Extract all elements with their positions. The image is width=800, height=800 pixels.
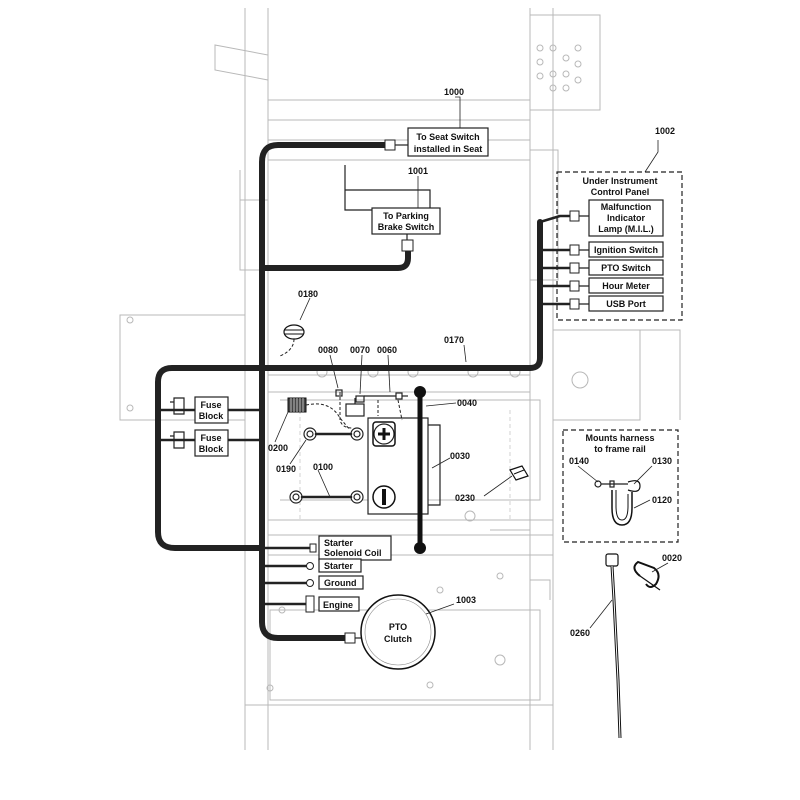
parking-brake-text-2: Brake Switch [378, 222, 435, 232]
parking-brake-text-1: To Parking [383, 211, 429, 221]
connector-pto-clutch [344, 632, 356, 644]
starter-label-box [318, 558, 362, 573]
starter-text: Starter [324, 561, 354, 571]
cable-tie-0260 [605, 553, 622, 739]
part-number-0120: 0120 [652, 495, 672, 505]
fuse-block-a-text-1: Fuse [200, 400, 221, 410]
part-number-0030: 0030 [450, 451, 470, 461]
mil-text-1: Malfunction [601, 202, 652, 212]
ground-text: Ground [324, 578, 357, 588]
instrument-panel-region [556, 171, 683, 321]
part-number-0020: 0020 [662, 553, 682, 563]
part-number-0060: 0060 [377, 345, 397, 355]
engine-label-box [318, 596, 360, 612]
instrument-branches [538, 210, 589, 310]
pto-clutch-text-1: PTO [389, 622, 407, 632]
lower-branches [260, 543, 363, 644]
connector-ignition [569, 244, 580, 256]
part-number-0230: 0230 [455, 493, 475, 503]
starter-solenoid-label-box [318, 535, 392, 561]
hour-meter-text: Hour Meter [602, 281, 650, 291]
connector-pto-switch [569, 262, 580, 274]
part-number-0100: 0100 [313, 462, 333, 472]
grommet-0180 [279, 324, 305, 357]
p-clamp-0020 [633, 560, 661, 591]
part-number-0260: 0260 [570, 628, 590, 638]
fuse-block-b-box [194, 429, 229, 457]
pto-switch-text: PTO Switch [601, 263, 651, 273]
usb-port-text: USB Port [606, 299, 646, 309]
part-number-0080: 0080 [318, 345, 338, 355]
engine-text: Engine [323, 600, 353, 610]
label-boxes [194, 127, 664, 612]
mounts-text-2: to frame rail [594, 444, 646, 454]
seat-switch-text-1: To Seat Switch [416, 132, 479, 142]
seat-switch-text-2: installed in Seat [414, 144, 483, 154]
starter-solenoid-text-1: Starter [324, 538, 354, 548]
instrument-panel-text-2: Control Panel [591, 187, 650, 197]
instrument-panel-text-1: Under Instrument [582, 176, 657, 186]
part-numbers: 1000 1001 1002 1003 0180 0080 0070 0060 … [268, 87, 682, 638]
fuse-block-a-text-2: Block [199, 411, 225, 421]
part-number-1001: 1001 [408, 166, 428, 176]
connector-usb [569, 298, 580, 310]
mounts-text-1: Mounts harness [585, 433, 654, 443]
frame-rail-mount [594, 480, 641, 526]
fuse-block-a-box [194, 396, 229, 424]
connector-seat-switch [384, 139, 396, 151]
ignition-switch-text: Ignition Switch [594, 245, 658, 255]
part-number-0140: 0140 [569, 456, 589, 466]
starter-solenoid-text-2: Solenoid Coil [324, 548, 382, 558]
main-harness [155, 142, 543, 641]
fuse-block-b-text-1: Fuse [200, 433, 221, 443]
parking-brake-label-box [371, 207, 441, 235]
mil-text-3: Lamp (M.I.L.) [598, 224, 654, 234]
hour-meter-label-box [588, 277, 664, 294]
mil-text-2: Indicator [607, 213, 646, 223]
battery-assembly [287, 386, 441, 554]
connector-mil [569, 210, 580, 222]
part-number-0130: 0130 [652, 456, 672, 466]
part-number-1002: 1002 [655, 126, 675, 136]
usb-port-label-box [588, 295, 664, 312]
fuse-block-b-text-2: Block [199, 444, 225, 454]
pto-clutch-text-2: Clutch [384, 634, 412, 644]
leader-lines [274, 96, 669, 629]
pto-clutch [360, 594, 436, 670]
part-number-1000: 1000 [444, 87, 464, 97]
part-number-0040: 0040 [457, 398, 477, 408]
ground-label-box [318, 575, 364, 590]
ignition-switch-label-box [588, 241, 664, 258]
part-number-0200: 0200 [268, 443, 288, 453]
part-number-0190: 0190 [276, 464, 296, 474]
part-number-0180: 0180 [298, 289, 318, 299]
connector-hour-meter [569, 280, 580, 292]
mounts-harness-region [562, 429, 679, 543]
seat-switch-label-box [407, 127, 489, 157]
part-number-0070: 0070 [350, 345, 370, 355]
text-labels: To Seat Switch installed in Seat To Park… [199, 132, 658, 644]
part-number-0170: 0170 [444, 335, 464, 345]
connector-parking-brake [401, 239, 414, 252]
pto-switch-label-box [588, 259, 664, 276]
mil-label-box [588, 199, 664, 237]
clip-0230 [509, 465, 529, 481]
part-number-1003: 1003 [456, 595, 476, 605]
chassis-frame [119, 8, 681, 750]
